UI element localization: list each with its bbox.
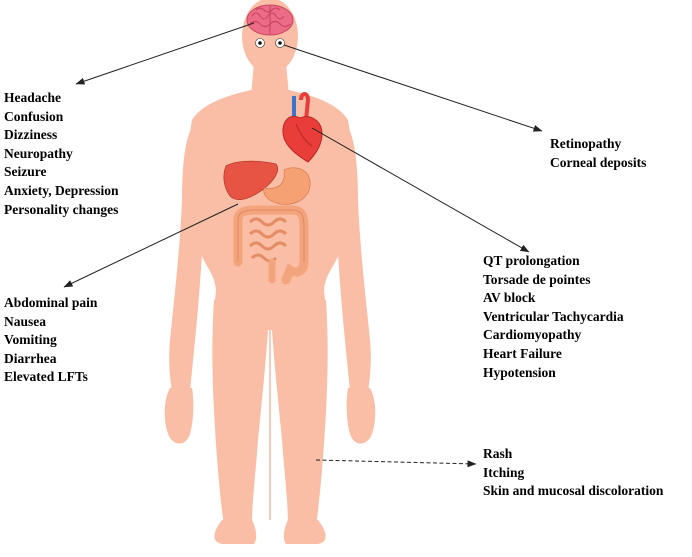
heart-vessel (295, 123, 313, 147)
skin-pointer-line (315, 459, 477, 468)
small-intestine (248, 217, 288, 263)
pointer-lines (63, 22, 543, 468)
effect-label: Anxiety, Depression (4, 182, 119, 198)
effect-label: Personality changes (4, 201, 119, 217)
gastrointestinal-effects-list: Abdominal pain Nausea Vomiting Diarrhea … (4, 294, 97, 387)
effect-label: Neuropathy (4, 145, 73, 161)
stomach-icon (263, 167, 311, 205)
effect-label: Hypotension (483, 364, 556, 380)
effect-label: Cardiomyopathy (483, 327, 582, 343)
effect-label: Itching (483, 464, 525, 480)
ocular-effects-list: Retinopathy Corneal deposits (550, 135, 646, 172)
right-foot (283, 520, 326, 544)
cardio-pointer-line (311, 127, 530, 253)
neurological-effects-list: Headache Confusion Dizziness Neuropathy … (4, 89, 119, 219)
gi-pointer-line (63, 203, 239, 288)
large-intestine-outline (237, 209, 305, 262)
effect-label: QT prolongation (483, 253, 580, 268)
left-foot (214, 520, 257, 544)
effect-label: Skin and mucosal discoloration (483, 483, 664, 499)
liver-icon (223, 160, 278, 200)
brain-folds (249, 6, 291, 34)
effect-label: Seizure (4, 164, 47, 180)
effect-label: Rash (483, 446, 513, 461)
legs (212, 300, 328, 526)
effect-label: Nausea (4, 313, 47, 329)
effect-label: Vomiting (4, 332, 57, 348)
left-pupil (258, 41, 262, 45)
effect-label: AV block (483, 290, 536, 306)
left-arm (169, 120, 211, 392)
aorta-red (299, 92, 311, 121)
brain (246, 4, 294, 36)
neuro-pointer-line (75, 22, 255, 85)
effect-label: Corneal deposits (550, 154, 647, 170)
effect-label: Retinopathy (550, 136, 622, 151)
right-pupil (278, 41, 282, 45)
left-hand (164, 388, 194, 444)
effect-label: Ventricular Tachycardia (483, 308, 624, 324)
eye-pointer-line (283, 44, 543, 132)
cardiac-effects-list: QT prolongation Torsade de pointes AV bl… (483, 252, 624, 382)
skin-effects-list: Rash Itching Skin and mucosal discolorat… (483, 445, 663, 501)
effect-label: Abdominal pain (4, 295, 98, 310)
effect-label: Heart Failure (483, 345, 562, 361)
effect-label: Headache (4, 90, 61, 105)
neck (251, 62, 289, 96)
effect-label: Diarrhea (4, 350, 57, 366)
eyes (255, 38, 285, 48)
effect-label: Elevated LFTs (4, 369, 88, 385)
right-hand (346, 388, 376, 444)
right-arm (329, 120, 371, 392)
intestines-icon (233, 205, 309, 285)
effect-label: Dizziness (4, 127, 58, 143)
effect-label: Confusion (4, 108, 64, 124)
effect-label: Torsade de pointes (483, 271, 591, 287)
